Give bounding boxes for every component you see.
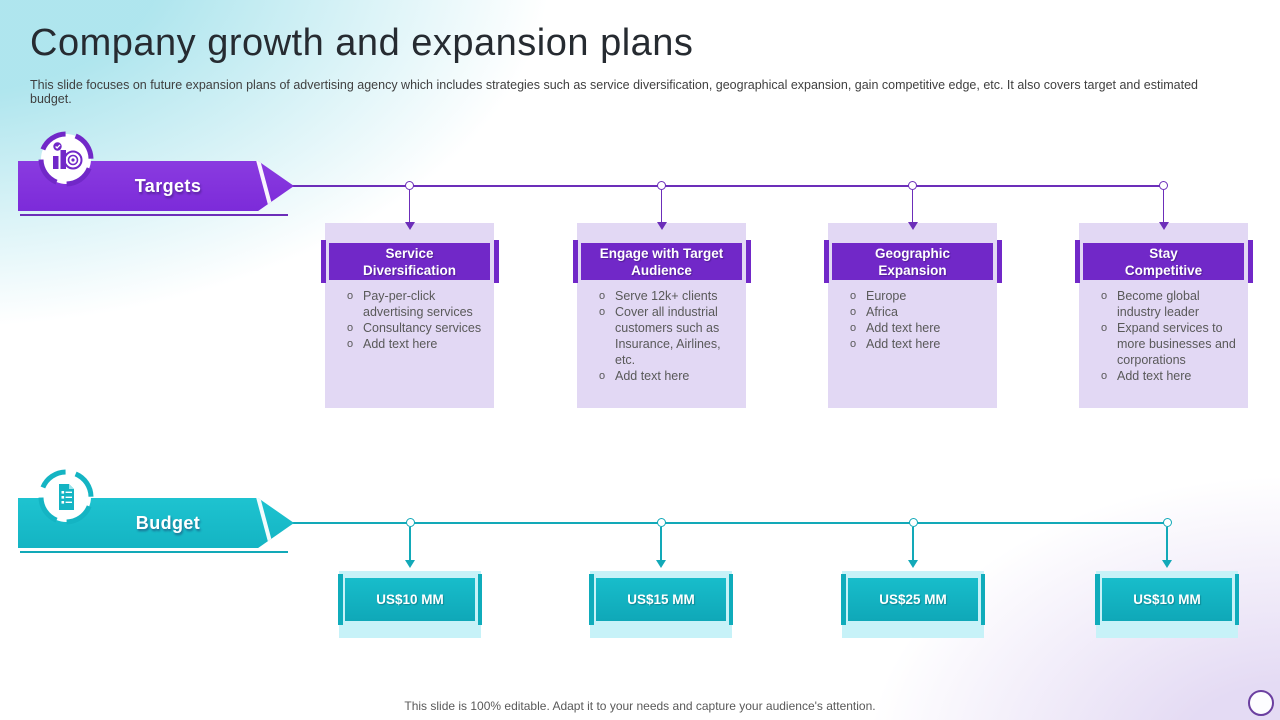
slide-description: This slide focuses on future expansion p… [30, 78, 1199, 106]
ribbon-side-tab [1095, 574, 1100, 625]
ribbon-side-tab [477, 574, 482, 625]
ribbon-side-tab [589, 574, 594, 625]
bullet-item: Pay-per-click advertising services [347, 288, 486, 320]
bullet-item: Expand services to more businesses and c… [1101, 320, 1240, 368]
ribbon-side-tab [1075, 240, 1080, 283]
target-card-engage-audience: Engage with Target Audience Serve 12k+ c… [573, 223, 751, 408]
card-title: Service Diversification [329, 243, 490, 280]
target-card-geographic-expansion: Geographic Expansion Europe Africa Add t… [824, 223, 1002, 408]
ribbon-side-tab [824, 240, 829, 283]
card-title: Engage with Target Audience [581, 243, 742, 280]
budget-banner-label: Budget [135, 513, 201, 533]
connector-stem [912, 527, 914, 560]
budget-card: US$10 MM [1095, 571, 1239, 638]
connector-stem [660, 527, 662, 560]
bullet-list: Europe Africa Add text here Add text her… [850, 288, 989, 352]
budget-amount: US$15 MM [596, 578, 726, 621]
targets-banner-label: Targets [134, 176, 202, 196]
connector-node [908, 518, 918, 527]
connector-stem [408, 190, 411, 222]
budget-connector-line [291, 522, 1168, 524]
connector-node [1162, 518, 1172, 527]
connector-arrowhead [656, 560, 666, 568]
connector-arrowhead [404, 222, 415, 230]
bullet-item: Serve 12k+ clients [599, 288, 738, 304]
bullet-item: Add text here [850, 320, 989, 336]
budget-amount: US$25 MM [848, 578, 978, 621]
targets-banner-underline [20, 214, 288, 216]
bullet-list: Pay-per-click advertising services Consu… [347, 288, 486, 352]
connector-stem [1166, 527, 1168, 560]
ribbon-side-tab [1234, 574, 1239, 625]
connector-node [908, 181, 917, 190]
bullet-item: Become global industry leader [1101, 288, 1240, 320]
connector-node [657, 181, 666, 190]
document-checklist-icon [38, 469, 94, 525]
ribbon-side-tab [321, 240, 326, 283]
budget-amount: US$10 MM [1102, 578, 1232, 621]
targets-connector-line [291, 185, 1164, 187]
budget-card: US$25 MM [841, 571, 985, 638]
connector-node [405, 518, 415, 527]
bullet-item: Add text here [1101, 368, 1240, 384]
bullet-item: Africa [850, 304, 989, 320]
connector-stem [1162, 190, 1165, 222]
connector-node [1159, 181, 1168, 190]
connector-stem [660, 190, 663, 222]
bullet-list: Serve 12k+ clients Cover all industrial … [599, 288, 738, 384]
bullet-list: Become global industry leader Expand ser… [1101, 288, 1240, 384]
ribbon-side-tab [841, 574, 846, 625]
page-title: Company growth and expansion plans [30, 22, 694, 64]
banner-slash-decoration [254, 161, 276, 211]
connector-arrowhead [656, 222, 667, 230]
connector-stem [409, 527, 411, 560]
ribbon-side-tab [338, 574, 343, 625]
connector-arrowhead [405, 560, 415, 568]
ribbon-side-tab [980, 574, 985, 625]
footer-note: This slide is 100% editable. Adapt it to… [404, 699, 876, 713]
bullet-item: Add text here [347, 336, 486, 352]
banner-slash-decoration [254, 498, 276, 548]
budget-card: US$10 MM [338, 571, 482, 638]
connector-stem [911, 190, 914, 222]
ribbon-side-tab [494, 240, 499, 283]
connector-arrowhead [1158, 222, 1169, 230]
bullet-item: Cover all industrial customers such as I… [599, 304, 738, 368]
connector-arrowhead [1162, 560, 1172, 568]
target-card-stay-competitive: Stay Competitive Become global industry … [1075, 223, 1253, 408]
bullet-item: Consultancy services [347, 320, 486, 336]
ribbon-side-tab [728, 574, 733, 625]
budget-amount: US$10 MM [345, 578, 475, 621]
targets-badge [38, 131, 94, 187]
bar-chart-target-icon [38, 131, 94, 187]
ribbon-side-tab [997, 240, 1002, 283]
bullet-item: Europe [850, 288, 989, 304]
ribbon-side-tab [746, 240, 751, 283]
budget-card: US$15 MM [589, 571, 733, 638]
connector-arrowhead [908, 560, 918, 568]
connector-arrowhead [907, 222, 918, 230]
card-title: Geographic Expansion [832, 243, 993, 280]
budget-banner-underline [20, 551, 288, 553]
card-title: Stay Competitive [1083, 243, 1244, 280]
connector-node [656, 518, 666, 527]
target-card-service-diversification: Service Diversification Pay-per-click ad… [321, 223, 499, 408]
ribbon-side-tab [1248, 240, 1253, 283]
bullet-item: Add text here [599, 368, 738, 384]
bullet-item: Add text here [850, 336, 989, 352]
decorative-circle [1248, 690, 1274, 716]
ribbon-side-tab [573, 240, 578, 283]
connector-node [405, 181, 414, 190]
budget-badge [38, 469, 94, 525]
